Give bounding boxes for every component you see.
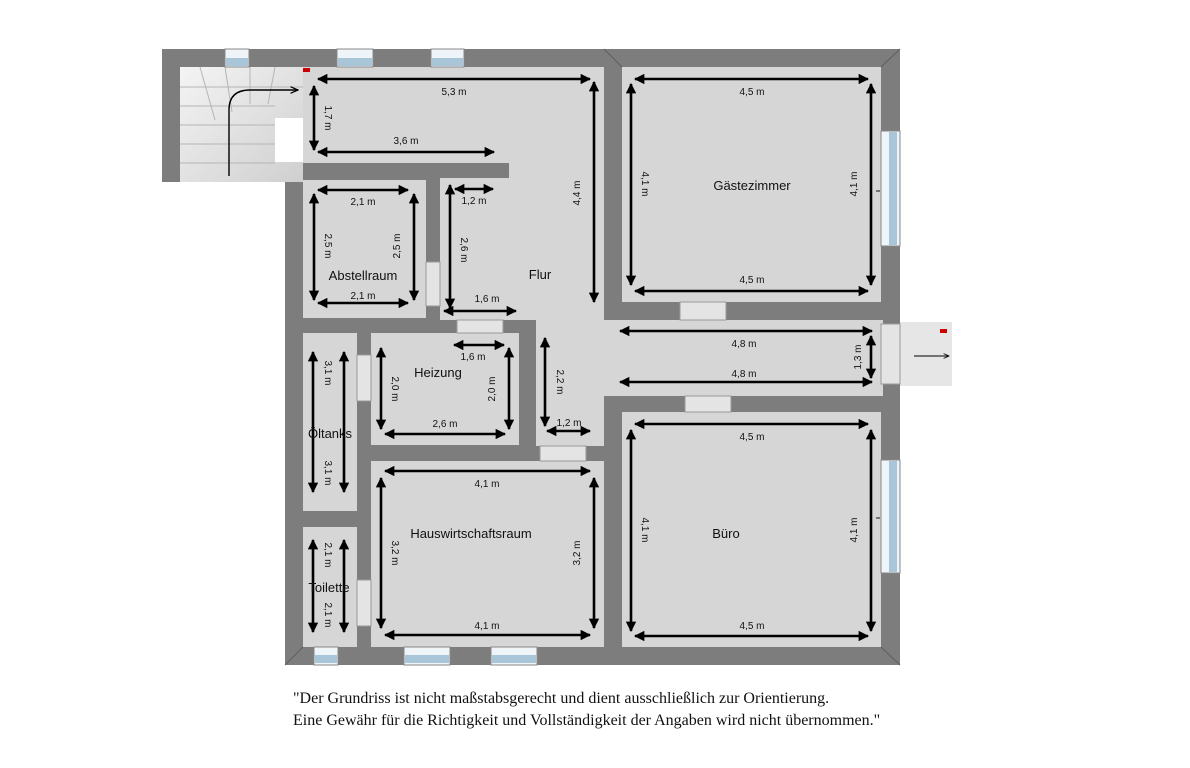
- door-heizung: [456, 319, 504, 334]
- marker-icon: [303, 68, 310, 72]
- dim-label: 2,6 m: [458, 237, 469, 262]
- dim-label: 2,1 m: [322, 602, 333, 627]
- stair-wall-left: [162, 49, 180, 182]
- dim-label: 1,3 m: [853, 344, 864, 369]
- dim-label: 3,1 m: [322, 360, 333, 385]
- dim-label: 3,2 m: [572, 540, 583, 565]
- wall-joints: [284, 48, 901, 666]
- door-abstellraum: [425, 261, 441, 307]
- dim-label: 3,6 m: [393, 136, 418, 147]
- windows: [224, 48, 901, 666]
- door-entrance: [880, 323, 901, 385]
- window: [405, 655, 449, 663]
- dim-label: 1,6 m: [474, 294, 499, 305]
- dim-label: 2,1 m: [350, 291, 375, 302]
- door-buero: [684, 395, 732, 413]
- dim-label: 2,5 m: [392, 233, 403, 258]
- floor-abstellraum: [303, 180, 426, 318]
- dim-label: 4,5 m: [739, 275, 764, 286]
- room-label-gaestezimmer: Gästezimmer: [713, 178, 791, 193]
- room-labels: Gästezimmer Abstellraum Flur Heizung Ölt…: [308, 178, 791, 595]
- window: [315, 655, 337, 663]
- window: [338, 58, 372, 66]
- floor-hauswirtschaftsraum: [371, 461, 604, 647]
- dim-label: 2,1 m: [350, 197, 375, 208]
- room-label-buero: Büro: [712, 526, 739, 541]
- floor-buero: [622, 412, 881, 647]
- room-label-toilette: Toilette: [308, 580, 349, 595]
- dim-label: 3,1 m: [322, 460, 333, 485]
- dim-label: 2,6 m: [432, 419, 457, 430]
- dimension-lines: [307, 73, 877, 642]
- dim-label: 4,4 m: [572, 180, 583, 205]
- door-toilette: [356, 579, 372, 627]
- dim-label: 2,1 m: [322, 542, 333, 567]
- window: [889, 132, 897, 245]
- door-gaestezimmer: [679, 301, 727, 321]
- room-label-oeltanks: Öltanks: [308, 426, 353, 441]
- window-hardware: [876, 190, 880, 519]
- dim-label: 4,1 m: [639, 171, 650, 196]
- window: [432, 58, 463, 66]
- dim-label: 2,2 m: [554, 369, 565, 394]
- stair-treads: [180, 66, 303, 164]
- doors: [356, 261, 901, 627]
- dim-label: 1,2 m: [556, 418, 581, 429]
- dim-label: 4,5 m: [739, 621, 764, 632]
- door-hauswirtschaftsraum: [539, 445, 587, 462]
- marker-icon: [940, 329, 947, 333]
- dim-label: 4,1 m: [474, 621, 499, 632]
- dim-label: 2,5 m: [322, 233, 333, 258]
- dim-label: 4,5 m: [739, 432, 764, 443]
- floor-heizung: [371, 333, 519, 445]
- dim-label: 1,6 m: [460, 352, 485, 363]
- dimension-labels: 5,3 m 1,7 m 3,6 m 4,4 m 2,1 m 2,1 m 2,5 …: [322, 87, 864, 632]
- dim-label: 4,5 m: [739, 87, 764, 98]
- disclaimer-line-2: Eine Gewähr für die Richtigkeit und Voll…: [293, 712, 881, 729]
- room-label-abstellraum: Abstellraum: [329, 268, 398, 283]
- dim-label: 4,1 m: [849, 171, 860, 196]
- door-oeltanks: [356, 354, 372, 402]
- dim-label: 4,1 m: [474, 479, 499, 490]
- room-label-flur: Flur: [529, 267, 552, 282]
- disclaimer-line-1: "Der Grundriss ist nicht maßstabsgerecht…: [293, 690, 830, 707]
- dim-label: 5,3 m: [441, 87, 466, 98]
- window: [492, 655, 536, 663]
- floor-gaestezimmer: [622, 67, 881, 302]
- window: [226, 58, 248, 66]
- dim-label: 1,2 m: [461, 196, 486, 207]
- dim-label: 4,1 m: [849, 517, 860, 542]
- dim-label: 4,1 m: [639, 517, 650, 542]
- window: [889, 461, 897, 572]
- dim-label: 2,0 m: [487, 376, 498, 401]
- room-label-hauswirtschaftsraum: Hauswirtschaftsraum: [410, 526, 531, 541]
- dim-label: 3,2 m: [389, 540, 400, 565]
- room-label-heizung: Heizung: [414, 365, 462, 380]
- stair-direction-arrow: [228, 90, 298, 176]
- dim-label: 2,0 m: [389, 376, 400, 401]
- disclaimer: "Der Grundriss ist nicht maßstabsgerecht…: [293, 688, 993, 732]
- dim-label: 4,8 m: [731, 339, 756, 350]
- dim-label: 4,8 m: [731, 369, 756, 380]
- dim-label: 1,7 m: [322, 105, 333, 130]
